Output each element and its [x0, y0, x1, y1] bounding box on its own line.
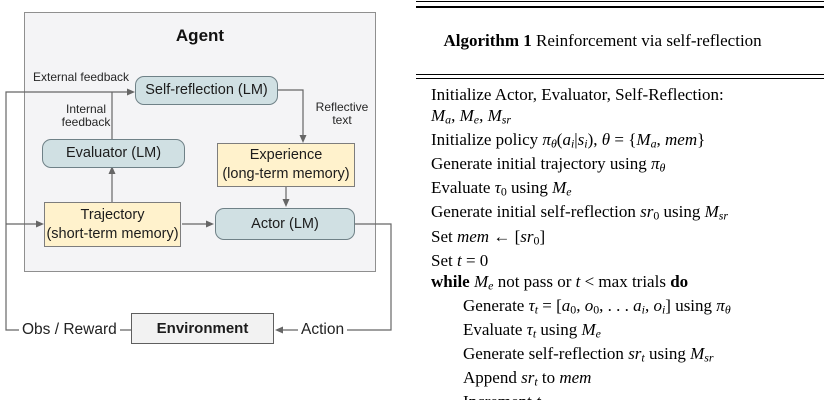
algo-line-5: Evaluate τ0 using Me [431, 178, 572, 199]
environment-box: Environment [131, 313, 274, 344]
algo-line-3: Initialize policy πθ(ai|si), θ = {Ma, me… [431, 129, 706, 151]
evaluator-label: Evaluator (LM) [65, 145, 162, 161]
algorithm-number-label: Algorithm 1 [443, 31, 532, 50]
algorithm-top-rule [416, 1, 824, 8]
algorithm-caption-rule [416, 74, 824, 79]
self-reflection-box: Self-reflection (LM) [135, 76, 278, 105]
algorithm-panel: Algorithm 1 Reinforcement via self-refle… [413, 0, 827, 400]
agent-architecture-diagram: Agent Self-reflection (LM) Evaluator (LM… [0, 0, 413, 400]
trajectory-sublabel: (short-term memory) [46, 225, 179, 242]
algo-line-1: Initialize Actor, Evaluator, Self-Reflec… [431, 85, 724, 104]
algo-line-7: Set mem ← [sr0] [431, 226, 546, 248]
experience-label: Experience [249, 147, 323, 163]
algorithm-body: Initialize Actor, Evaluator, Self-Reflec… [413, 79, 827, 400]
environment-label: Environment [156, 320, 249, 337]
evaluator-box: Evaluator (LM) [42, 139, 185, 168]
arrowhead-into-actor-top [282, 199, 290, 207]
algo-line-11: Evaluate τt using Me [463, 319, 601, 341]
connector-lines [5, 88, 392, 334]
self-reflection-label: Self-reflection (LM) [145, 82, 268, 98]
trajectory-label: Trajectory [80, 206, 145, 223]
experience-box: Experience (long-term memory) [217, 143, 355, 187]
arrowhead-into-experience [299, 135, 307, 143]
internal-feedback-label: Internal feedback [57, 103, 115, 129]
internal-feedback-line1: Internal [65, 102, 107, 116]
agent-title: Agent [175, 26, 225, 45]
obs-reward-label: Obs / Reward [19, 321, 120, 339]
algo-line-6: Generate initial self-reflection sr0 usi… [431, 202, 729, 223]
trajectory-box: Trajectory (short-term memory) [44, 202, 181, 247]
algo-line-8: Set t = 0 [431, 250, 489, 270]
arrowhead-into-evaluator [108, 166, 116, 174]
algo-line-9: while Me not pass or t < max trials do [431, 271, 689, 292]
experience-sublabel: (long-term memory) [222, 166, 350, 182]
arrowhead-into-trajectory [36, 220, 44, 228]
arrowhead-into-environment [275, 326, 283, 334]
algo-line-12: Generate self-reflection srt using Msr [463, 344, 714, 365]
actor-box: Actor (LM) [215, 208, 355, 240]
algo-line-13: Append srt to mem [463, 368, 592, 389]
reflective-text-line1: Reflective [315, 100, 369, 114]
actor-label: Actor (LM) [251, 215, 319, 232]
algorithm-title: Algorithm 1 Reinforcement via self-refle… [413, 8, 827, 74]
action-label: Action [298, 321, 348, 339]
internal-feedback-line2: feedback [61, 115, 111, 129]
algorithm-title-text: Reinforcement via self-reflection [531, 31, 762, 50]
algo-line-2: Ma, Me, Msr [431, 105, 512, 127]
algo-line-14: Increment t [431, 392, 827, 400]
arrowhead-into-self-reflection [127, 88, 135, 96]
algo-line-4: Generate initial trajectory using πθ [431, 154, 666, 175]
external-feedback-label: External feedback [33, 70, 130, 84]
reflective-text-line2: text [332, 113, 352, 127]
arrowhead-into-actor-left [206, 220, 214, 228]
algo-line-10: Generate τt = [a0, o0, . . . ai, oi] usi… [463, 295, 731, 317]
reflective-text-label: Reflective text [313, 101, 371, 127]
selfreflection-to-experience-line [278, 89, 304, 136]
